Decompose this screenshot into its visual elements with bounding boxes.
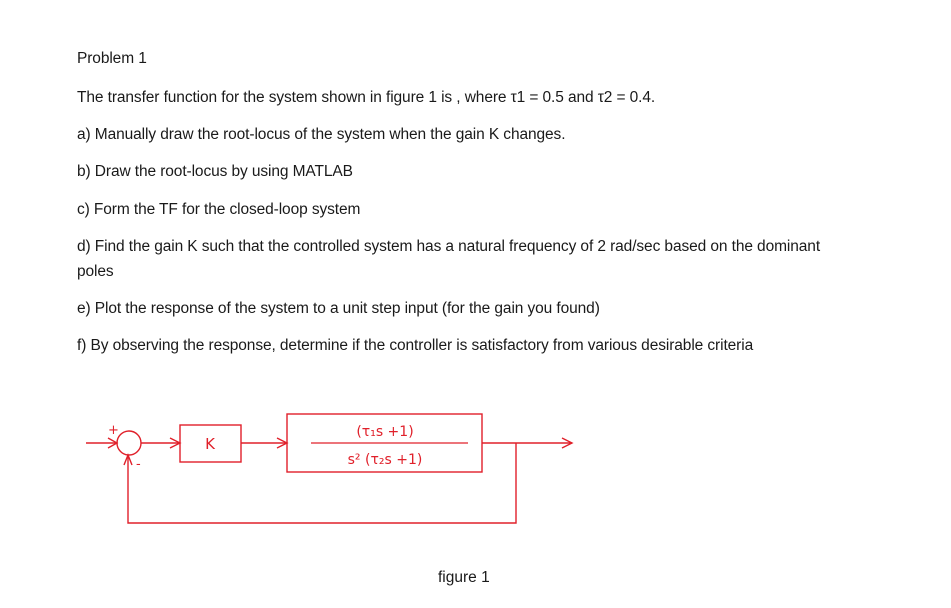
problem-title: Problem 1 bbox=[77, 50, 147, 67]
part-a: a) Manually draw the root-locus of the s… bbox=[77, 126, 566, 143]
output-arrow-icon bbox=[561, 437, 574, 449]
part-c: c) Form the TF for the closed-loop syste… bbox=[77, 201, 361, 218]
part-b: b) Draw the root-locus by using MATLAB bbox=[77, 163, 353, 180]
part-f: f) By observing the response, determine … bbox=[77, 337, 754, 354]
summing-plus-sign: + bbox=[108, 423, 119, 438]
summing-minus-sign: - bbox=[136, 457, 141, 472]
feedback-arrow-icon bbox=[123, 453, 133, 466]
feedback-path bbox=[127, 443, 517, 524]
figure-caption: figure 1 bbox=[438, 569, 490, 586]
plant-denominator: s² (τ₂s +1) bbox=[348, 452, 423, 468]
summing-junction bbox=[116, 430, 142, 456]
problem-intro: The transfer function for the system sho… bbox=[77, 89, 656, 106]
part-d: d) Find the gain K such that the control… bbox=[77, 238, 821, 280]
controller-label: K bbox=[205, 435, 216, 453]
part-e: e) Plot the response of the system to a … bbox=[77, 300, 600, 317]
plant-numerator: (τ₁s +1) bbox=[356, 424, 413, 440]
